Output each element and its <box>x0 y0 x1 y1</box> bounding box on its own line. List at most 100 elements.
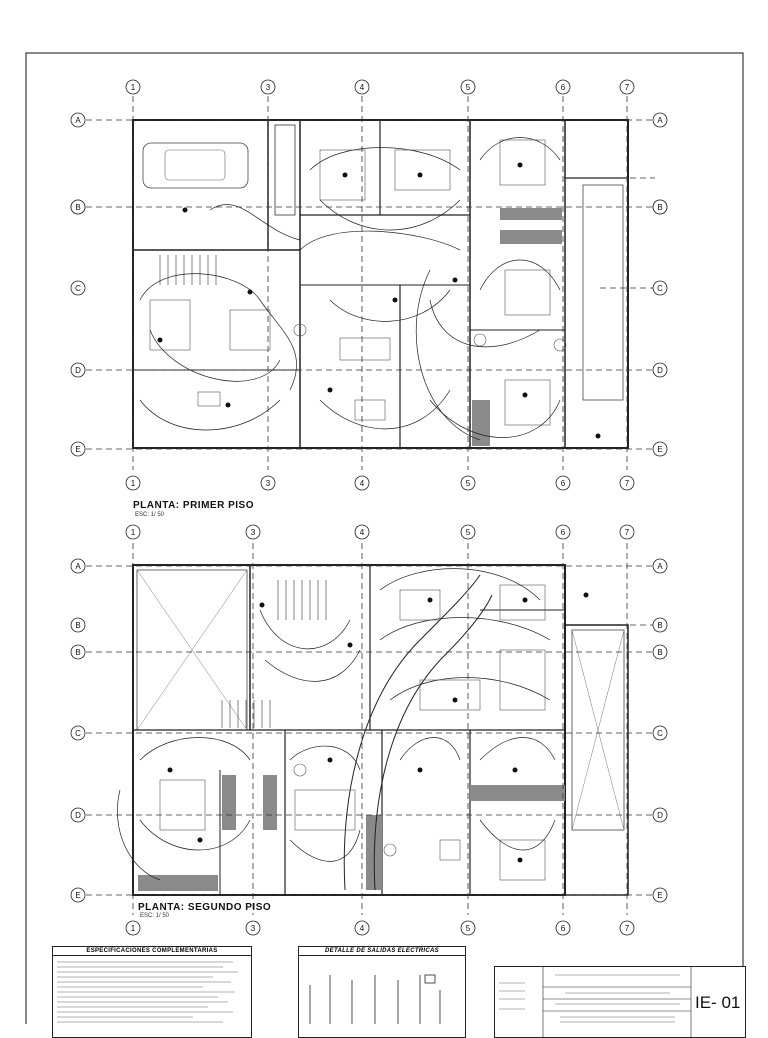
grid-row-E-right-label: E <box>657 445 662 454</box>
grid-row-B-right-label: B <box>657 621 662 630</box>
grid-col-3-bottom-label: 3 <box>251 924 256 933</box>
grid-row-B-left-bubble <box>70 644 86 660</box>
grid-col-5-top-bubble <box>460 79 476 95</box>
grid-col-6-bottom-bubble <box>555 475 571 491</box>
sheet-code: IE- 01 <box>695 993 741 1012</box>
grid-row-D-left-bubble <box>70 807 86 823</box>
second-floor-scale: ESC: 1/ 50 <box>140 913 170 919</box>
grid-row-C-left-label: C <box>75 729 81 738</box>
grid-col-7-top-bubble <box>619 79 635 95</box>
grid-row-B-left-label: B <box>75 203 80 212</box>
grid-col-6-top-bubble <box>555 524 571 540</box>
grid-row-C-right-bubble <box>652 280 668 296</box>
grid-row-E-left-label: E <box>75 891 80 900</box>
grid-row-E-left-bubble <box>70 441 86 457</box>
grid-col-7-bottom-label: 7 <box>625 479 630 488</box>
grid-col-1-top-label: 1 <box>131 83 136 92</box>
grid-row-E-left-bubble <box>70 887 86 903</box>
grid-col-6-top-label: 6 <box>561 528 566 537</box>
title-block: IE- 01 <box>494 966 746 1038</box>
grid-col-3-bottom-bubble <box>260 475 276 491</box>
grid-col-4-bottom-bubble <box>354 920 370 936</box>
grid-row-A-left-bubble <box>70 112 86 128</box>
notes-title: ESPECIFICACIONES COMPLEMENTARIAS <box>53 947 251 956</box>
grid-row-A-right-bubble <box>652 558 668 574</box>
detail-box: DETALLE DE SALIDAS ELECTRICAS <box>298 946 466 1038</box>
grid-row-D-left-label: D <box>75 811 81 820</box>
grid-col-6-bottom-label: 6 <box>561 479 566 488</box>
grid-row-E-right-label: E <box>657 891 662 900</box>
grid-col-3-top-label: 3 <box>266 83 271 92</box>
grid-row-B-right-bubble <box>652 617 668 633</box>
grid-col-5-bottom-label: 5 <box>466 924 471 933</box>
grid-row-C-right-label: C <box>657 284 663 293</box>
grid-col-1-top-bubble <box>125 524 141 540</box>
grid-row-B-right-label: B <box>657 203 662 212</box>
grid-col-3-top-bubble <box>245 524 261 540</box>
grid-row-D-right-label: D <box>657 366 663 375</box>
grid-col-3-top-bubble <box>260 79 276 95</box>
grid-col-5-bottom-bubble <box>460 920 476 936</box>
grid-row-D-right-label: D <box>657 811 663 820</box>
grid-col-7-top-label: 7 <box>625 528 630 537</box>
grid-col-5-top-label: 5 <box>466 83 471 92</box>
detail-title: DETALLE DE SALIDAS ELECTRICAS <box>299 947 465 956</box>
grid-col-5-bottom-bubble <box>460 475 476 491</box>
grid-col-3-bottom-label: 3 <box>266 479 271 488</box>
grid-row-C-left-bubble <box>70 280 86 296</box>
grid-col-1-top-bubble <box>125 79 141 95</box>
grid-row-A-right-bubble <box>652 112 668 128</box>
notes-lines <box>57 961 238 1023</box>
grid-col-7-bottom-bubble <box>619 475 635 491</box>
grid-col-3-bottom-bubble <box>245 920 261 936</box>
grid-col-4-bottom-label: 4 <box>360 479 365 488</box>
grid-col-5-bottom-label: 5 <box>466 479 471 488</box>
grid-col-4-top-label: 4 <box>360 528 365 537</box>
grid-col-5-top-label: 5 <box>466 528 471 537</box>
grid-col-1-bottom-bubble <box>125 475 141 491</box>
second-floor-title: PLANTA: SEGUNDO PISO <box>138 902 272 913</box>
grid-row-B-right-bubble <box>652 644 668 660</box>
grid-col-4-bottom-bubble <box>354 475 370 491</box>
grid-col-1-top-label: 1 <box>131 528 136 537</box>
grid-row-D-right-bubble <box>652 362 668 378</box>
grid-row-A-left-label: A <box>75 116 81 125</box>
grid-col-4-bottom-label: 4 <box>360 924 365 933</box>
grid-row-B-left-label: B <box>75 621 80 630</box>
grid-col-4-top-bubble <box>354 524 370 540</box>
grid-row-A-right-label: A <box>657 116 663 125</box>
grid-col-7-bottom-label: 7 <box>625 924 630 933</box>
grid-col-6-bottom-bubble <box>555 920 571 936</box>
grid-row-C-left-label: C <box>75 284 81 293</box>
grid-col-4-top-bubble <box>354 79 370 95</box>
grid-col-5-top-bubble <box>460 524 476 540</box>
grid-row-E-right-bubble <box>652 887 668 903</box>
grid-row-A-left-bubble <box>70 558 86 574</box>
grid-row-C-right-label: C <box>657 729 663 738</box>
grid-col-7-top-label: 7 <box>625 83 630 92</box>
grid-col-6-bottom-label: 6 <box>561 924 566 933</box>
grid-row-D-left-label: D <box>75 366 81 375</box>
grid-row-E-left-label: E <box>75 445 80 454</box>
grid-row-B-left-bubble <box>70 617 86 633</box>
first-floor-title: PLANTA: PRIMER PISO <box>133 500 254 511</box>
grid-row-B-left-bubble <box>70 199 86 215</box>
grid-col-6-top-label: 6 <box>561 83 566 92</box>
grid-row-B-left-label: B <box>75 648 80 657</box>
grid-col-1-bottom-label: 1 <box>131 479 136 488</box>
grid-row-E-right-bubble <box>652 441 668 457</box>
grid-row-C-left-bubble <box>70 725 86 741</box>
grid-col-3-top-label: 3 <box>251 528 256 537</box>
notes-box: ESPECIFICACIONES COMPLEMENTARIAS <box>52 946 252 1038</box>
grid-col-7-top-bubble <box>619 524 635 540</box>
grid-row-A-right-label: A <box>657 562 663 571</box>
grid-col-4-top-label: 4 <box>360 83 365 92</box>
grid-row-D-left-bubble <box>70 362 86 378</box>
grid-row-C-right-bubble <box>652 725 668 741</box>
first-floor-scale: ESC: 1/ 50 <box>135 512 165 518</box>
grid-col-7-bottom-bubble <box>619 920 635 936</box>
grid-row-D-right-bubble <box>652 807 668 823</box>
